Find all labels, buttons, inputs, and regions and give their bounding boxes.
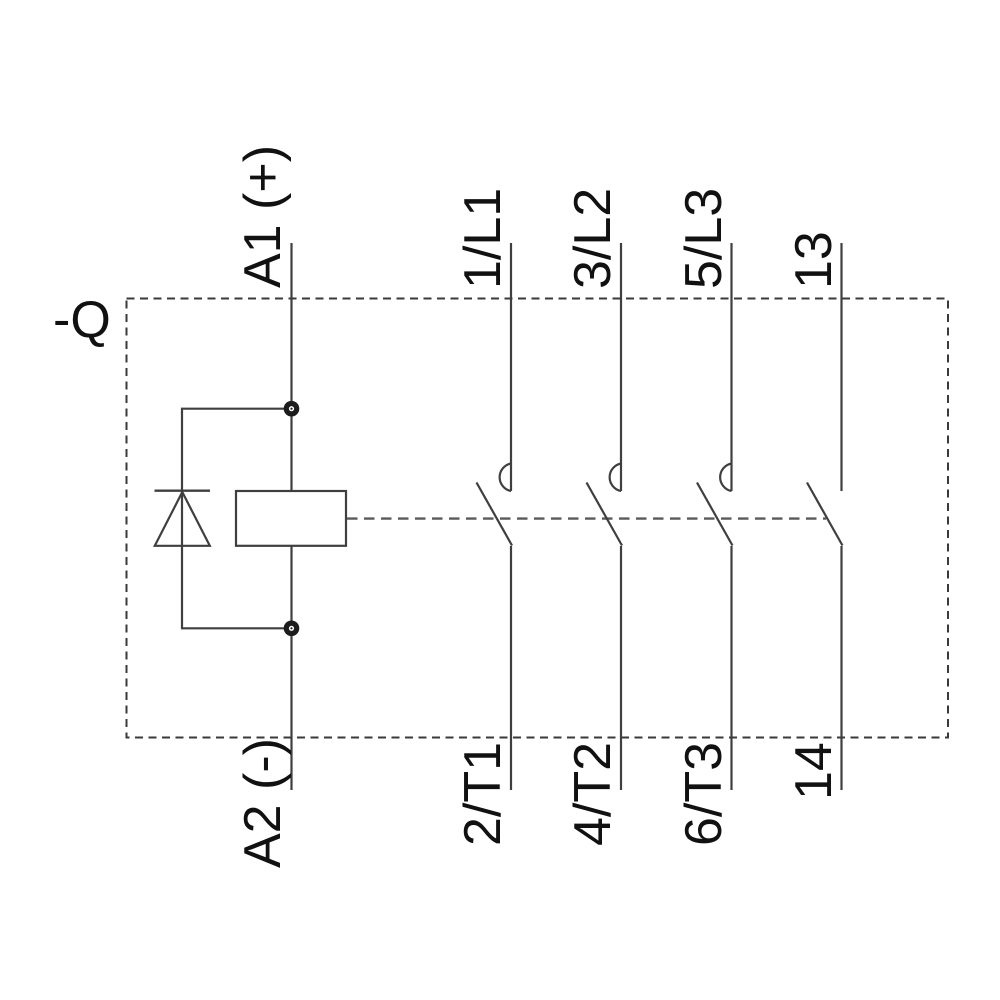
pole2-contactor-halfcircle: [608, 462, 622, 493]
terminal-label-5l3: 5/L3: [674, 187, 733, 289]
terminal-label-14: 14: [784, 742, 843, 800]
aux-contact-blade: [806, 481, 844, 547]
pole1-contact-blade: [475, 481, 513, 547]
terminal-label-4t2: 4/T2: [564, 741, 622, 846]
terminal-label-a2: A2 (-): [234, 738, 292, 868]
coil-symbol: [234, 489, 348, 547]
main-contact-2: [585, 243, 623, 790]
suppressor-branch-wire: [180, 407, 292, 630]
diode-triangle: [153, 489, 212, 547]
device-boundary: [125, 297, 949, 739]
junction-dot-bottom: [283, 620, 300, 637]
terminal-label-2t1: 2/T1: [454, 741, 512, 846]
main-contact-1: [475, 243, 513, 790]
aux-contact: [806, 243, 844, 790]
pole1-contactor-halfcircle: [498, 462, 512, 493]
device-designation-label: -Q: [53, 291, 111, 349]
junction-dot-top: [283, 400, 300, 417]
terminal-label-13: 13: [784, 231, 843, 289]
pole2-contact-blade: [585, 481, 623, 547]
terminal-label-6t3: 6/T3: [674, 741, 733, 846]
pole3-contactor-halfcircle: [719, 462, 732, 493]
terminal-label-1l1: 1/L1: [454, 187, 512, 289]
pole3-contact-blade: [696, 481, 734, 547]
terminal-label-a1: A1 (+): [234, 144, 292, 288]
terminal-label-3l2: 3/L2: [564, 187, 622, 289]
main-contact-3: [696, 243, 734, 790]
